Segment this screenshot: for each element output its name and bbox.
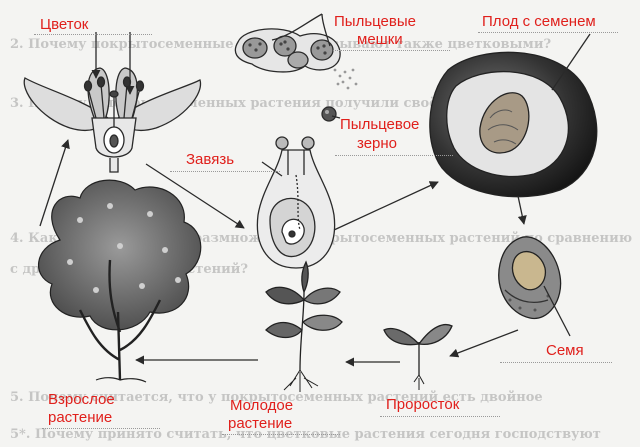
label-pollen-sacs-1: Пыльцевые xyxy=(334,13,416,30)
label-flower: Цветок xyxy=(40,16,89,33)
pollen-sacs-illustration xyxy=(234,28,358,122)
arrow-flower-to-ovary xyxy=(145,163,245,229)
label-pollen-sacs-2: мешки xyxy=(357,31,403,48)
pointer-seed xyxy=(543,285,571,337)
label-adult-plant-1: Взрослое xyxy=(48,391,115,408)
label-pollen-grain-1: Пыльцевое xyxy=(340,116,420,133)
label-young-plant-2: растение xyxy=(228,415,293,432)
answer-line-ovary xyxy=(170,171,280,172)
label-seed: Семя xyxy=(546,342,584,359)
adult-tree-illustration xyxy=(37,179,202,383)
answer-line-pollen-sacs xyxy=(330,50,450,51)
label-pollen-grain-2: зерно xyxy=(357,135,398,152)
answer-line-adult-plant xyxy=(42,428,160,429)
cycle-arrows xyxy=(39,13,591,367)
fruit-illustration xyxy=(429,51,598,198)
answer-line-young-plant xyxy=(222,434,340,435)
label-seedling: Проросток xyxy=(386,396,460,413)
flower-illustration xyxy=(23,67,202,173)
answer-line-pollen-grain xyxy=(335,155,453,156)
answer-line-seedling xyxy=(380,416,500,417)
pointer-ovary xyxy=(261,161,283,177)
answer-line-seed xyxy=(500,362,612,363)
young-plant-illustration xyxy=(265,260,343,392)
pointer-pollen-sacs xyxy=(271,13,331,47)
answer-line-flower xyxy=(34,34,152,35)
seed-illustration xyxy=(498,236,562,320)
arrow-adult-to-flower xyxy=(39,139,70,227)
pointer-pollen-grain xyxy=(331,115,341,119)
background-question-5: 5. Почему считается, что у покрытосеменн… xyxy=(10,390,543,405)
label-ovary: Завязь xyxy=(186,151,235,168)
arrow-fruit-to-seed xyxy=(517,195,527,225)
seedling-illustration xyxy=(383,323,453,390)
answer-line-fruit xyxy=(478,32,618,33)
label-adult-plant-2: растение xyxy=(48,409,113,426)
ovary-illustration xyxy=(256,136,336,269)
pointer-fruit xyxy=(551,33,591,91)
arrow-ovary-to-fruit xyxy=(333,181,439,231)
arrow-seed-to-seedling xyxy=(449,329,519,358)
label-young-plant-1: Молодое xyxy=(230,397,294,414)
label-fruit: Плод с семенем xyxy=(482,13,596,30)
